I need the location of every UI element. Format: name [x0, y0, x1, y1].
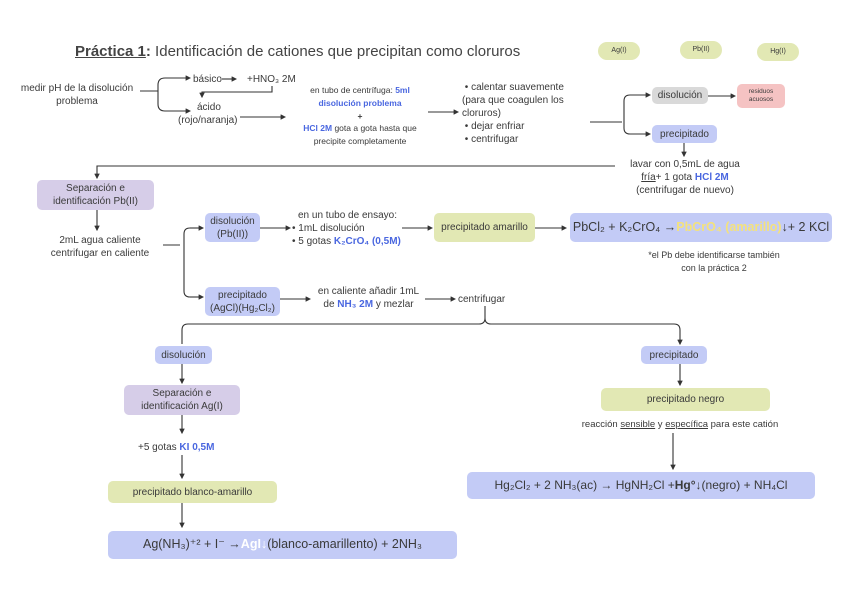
split1-bracket: [590, 94, 631, 135]
pb-tube-item: • 5 gotas K₂CrO₄ (0,5M): [292, 236, 401, 247]
wash-line3: (centrifugar de nuevo): [636, 185, 734, 196]
hg-equation: Hg₂Cl₂ + 2 NH₃(ac) → HgNH₂Cl + Hg°↓ (neg…: [467, 472, 815, 499]
heat-item: • dejar enfriar: [462, 121, 525, 132]
ag-precip-box: precipitado blanco-amarillo: [108, 481, 277, 503]
hot-bracket: [163, 227, 191, 298]
ki-text: +5 gotas: [138, 442, 180, 453]
ph-bracket: [140, 77, 166, 112]
cation-pb: Pb(II): [680, 41, 722, 59]
measure-ph: medir pH de la disolución problema: [20, 83, 134, 107]
hg-eq-rest: (negro) + NH₄Cl: [701, 478, 788, 492]
ag-eq-reactants: Ag(NH₃)⁺² + I⁻ →: [142, 537, 241, 552]
pb-note: *el Pb debe identificarse también con la…: [648, 250, 780, 273]
wash-fria: fría: [641, 172, 656, 183]
pb-tube-step: en un tubo de ensayo: • 1mL disolución •…: [292, 209, 412, 248]
pb-disolucion-box: disolución (Pb(II)): [205, 213, 260, 242]
pb-eq-reactants: PbCl₂ + K₂CrO₄ →: [572, 219, 677, 234]
agcl-precip-box: precipitado (AgCl)(Hg₂Cl₂): [205, 287, 280, 316]
wash-hcl: HCl 2M: [694, 172, 729, 183]
pb-precip-amarillo: precipitado amarillo: [434, 213, 535, 242]
acido-label: ácido: [197, 102, 221, 113]
wash-step: lavar con 0,5mL de agua fría+ 1 gota HCl…: [610, 158, 760, 197]
centrifugar-label: centrifugar: [458, 294, 506, 305]
hno3-label: +HNO₃ 2M: [247, 74, 296, 85]
ki-step: +5 gotas KI 0,5M: [138, 441, 214, 454]
title-colon: :: [145, 43, 151, 60]
heat-steps: • calentar suavemente (para que coagulen…: [462, 81, 590, 146]
pb-eq-product: PbCrO₄ (amarillo): [676, 219, 782, 234]
cation-ag: Ag(I): [598, 42, 640, 60]
tube-hcl: HCl 2M: [303, 123, 333, 134]
hg-eq-reactants: Hg₂Cl₂ + 2 NH₃(ac) → HgNH₂Cl +: [494, 478, 675, 492]
arrow-hno3-back: [199, 86, 273, 99]
nh3-step: en caliente añadir 1mL de NH₃ 2M y mezla…: [312, 285, 425, 311]
pb-equation: PbCl₂ + K₂CrO₄ → PbCrO₄ (amarillo) ↓+ 2 …: [570, 213, 832, 242]
heat-item: • centrifugar: [462, 134, 519, 145]
tube-volume: 5ml disolución problema: [318, 85, 410, 108]
tube-hcl-text: gota a gota hasta que precipite completa…: [313, 123, 417, 146]
tube-plus: +: [357, 110, 363, 121]
pb-eq-rest: ↓+ 2 KCl: [781, 219, 830, 234]
pb-separation-box: Separación e identificación Pb(II): [37, 180, 154, 210]
tube-text: en tubo de centrífuga:: [310, 85, 396, 95]
residuos-box: residuos acuosos: [737, 84, 785, 108]
heat-item: • calentar suavemente: [462, 82, 564, 93]
title-bold: Práctica 1: [75, 43, 146, 60]
hg-reaction-note: reacción sensible y específica para este…: [581, 419, 779, 430]
nh3-text: en caliente añadir 1mL de: [317, 286, 420, 310]
page-title: Práctica 1: Identificación de cationes q…: [75, 43, 520, 60]
ag-eq-product: AgI↓: [240, 537, 268, 552]
centrifuge-tube-step: en tubo de centrífuga: 5ml disolución pr…: [290, 84, 430, 148]
hg-eq-product: Hg°↓: [674, 478, 702, 492]
ag-disolucion-box: disolución: [155, 346, 212, 364]
centr-brace: [181, 306, 680, 344]
disolucion-box-1: disolución: [652, 87, 708, 104]
nh3-reagent: NH₃ 2M: [337, 299, 374, 310]
heat-item: (para que coagulen los cloruros): [462, 95, 564, 119]
wash-line1: lavar con 0,5mL de agua: [630, 159, 740, 170]
ag-equation: Ag(NH₃)⁺² + I⁻ → AgI↓ (blanco-amarillent…: [108, 531, 457, 559]
acido-note: (rojo/naranja): [178, 115, 238, 126]
precipitado-box-1: precipitado: [652, 125, 717, 143]
cation-hg: Hg(I): [757, 43, 799, 61]
ki-reagent: KI 0,5M: [179, 442, 215, 453]
ag-eq-rest: (blanco-amarillento) + 2NH₃: [267, 537, 422, 552]
hg-precipitado-box: precipitado: [641, 346, 707, 364]
basico-label: básico: [193, 74, 222, 85]
hg-precip-negro: precipitado negro: [601, 388, 770, 411]
pb-tube-title: en un tubo de ensayo:: [298, 210, 397, 221]
ag-separation-box: Separación e identificación Ag(I): [124, 385, 240, 415]
pb-tube-item: • 1mL disolución: [292, 223, 365, 234]
nh3-text2: y mezlar: [373, 299, 414, 310]
hot-water-step: 2mL agua caliente centrifugar en calient…: [50, 235, 150, 259]
title-rest: Identificación de cationes que precipita…: [150, 43, 521, 60]
wash-plus: + 1 gota: [655, 172, 695, 183]
arrow-wash-pb: [94, 165, 615, 180]
